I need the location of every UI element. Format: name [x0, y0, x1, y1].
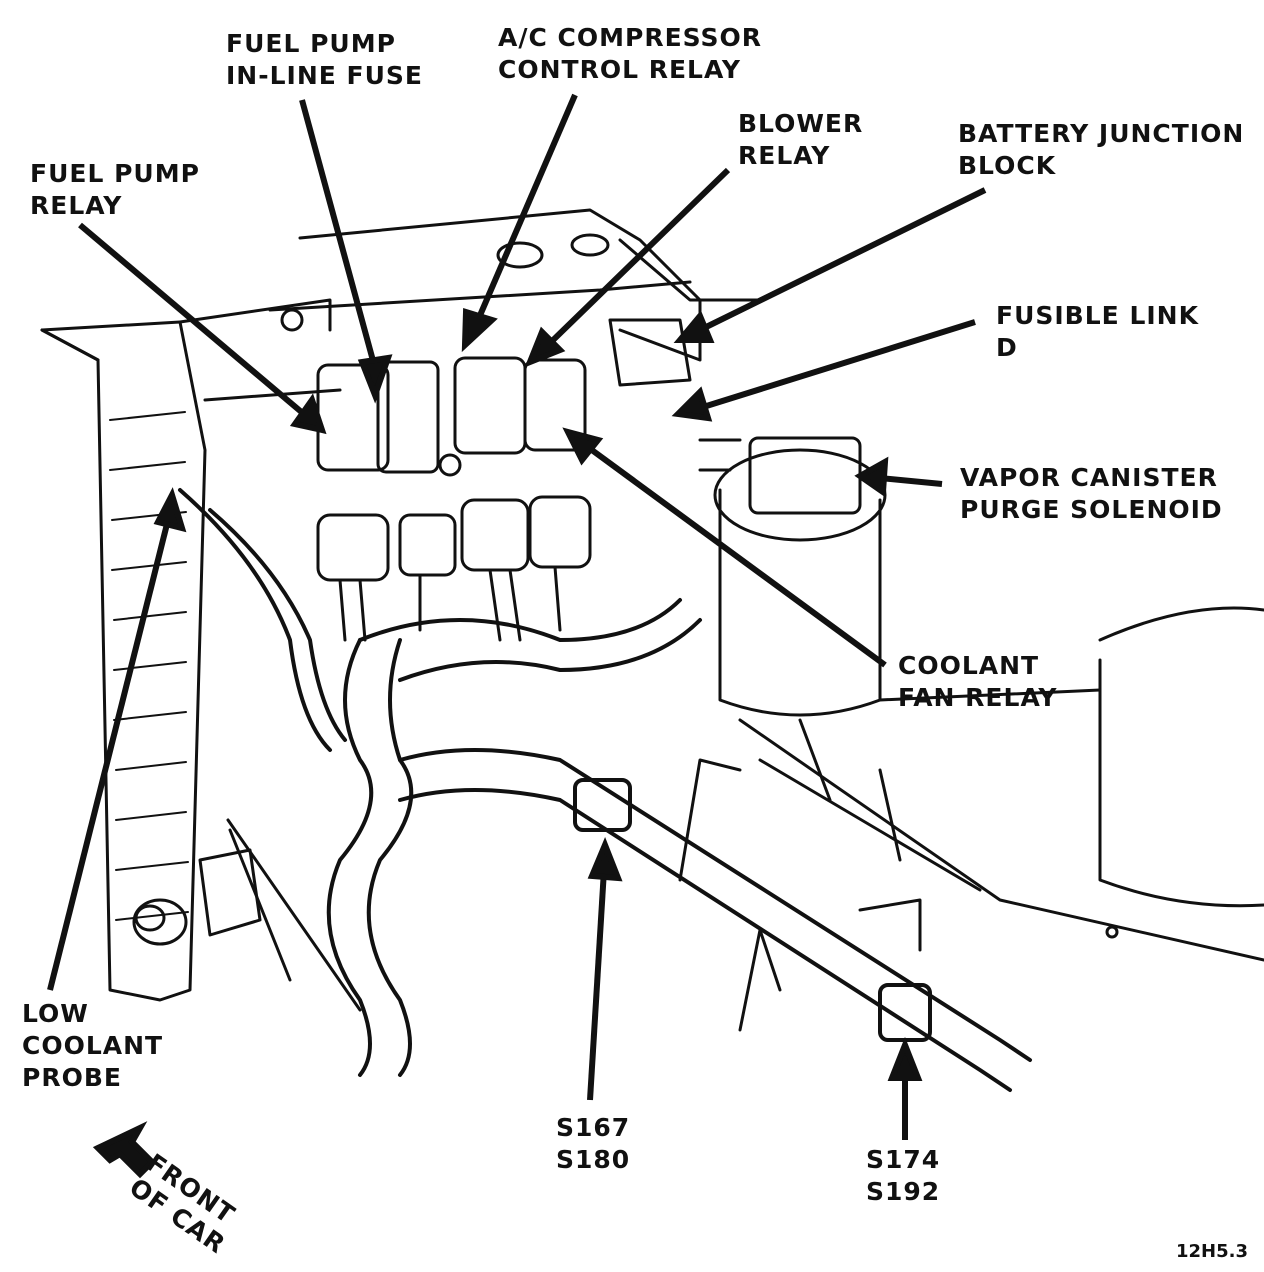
- label-blower-relay: BLOWER RELAY: [738, 108, 863, 172]
- label-coolant-fan-relay: COOLANT FAN RELAY: [898, 650, 1058, 714]
- label-low-coolant-probe-line2: COOLANT: [22, 1031, 164, 1060]
- label-splice-s167-s180: S167 S180: [556, 1112, 630, 1176]
- label-splice-s174-s192: S174 S192: [866, 1144, 940, 1208]
- label-fuel-pump-inline-fuse: FUEL PUMP IN-LINE FUSE: [226, 28, 423, 92]
- label-vapor-canister-purge-solenoid-line1: VAPOR CANISTER: [960, 463, 1218, 492]
- leader-s174-s192: [887, 1036, 923, 1140]
- label-blower-relay-line2: RELAY: [738, 141, 831, 170]
- leader-low-coolant-probe: [47, 487, 187, 991]
- label-battery-junction-block-line2: BLOCK: [958, 151, 1057, 180]
- label-splice-s180: S180: [556, 1145, 631, 1174]
- label-ac-compressor-control-relay-line1: A/C COMPRESSOR: [498, 23, 763, 52]
- leader-fuel-pump-inline-fuse: [299, 99, 393, 404]
- label-fusible-link-d: FUSIBLE LINK D: [996, 300, 1199, 364]
- label-splice-s167: S167: [556, 1113, 631, 1142]
- label-fusible-link-d-line2: D: [996, 333, 1018, 362]
- label-fuel-pump-inline-fuse-line2: IN-LINE FUSE: [226, 61, 423, 90]
- label-coolant-fan-relay-line2: FAN RELAY: [898, 683, 1058, 712]
- leader-vapor-canister-purge-solenoid: [854, 456, 943, 498]
- leader-fuel-pump-relay: [78, 222, 327, 435]
- relay-connectors: [316, 495, 592, 642]
- label-low-coolant-probe-line3: PROBE: [22, 1063, 122, 1092]
- leader-battery-junction-block: [673, 187, 987, 343]
- label-vapor-canister-purge-solenoid-line2: PURGE SOLENOID: [960, 495, 1223, 524]
- label-fuel-pump-inline-fuse-line1: FUEL PUMP: [226, 29, 396, 58]
- label-fusible-link-d-line1: FUSIBLE LINK: [996, 301, 1199, 330]
- leader-ac-compressor-control-relay: [461, 93, 578, 353]
- label-splice-s174: S174: [866, 1145, 941, 1174]
- radiator-outline: [40, 320, 207, 1002]
- label-vapor-canister-purge-solenoid: VAPOR CANISTER PURGE SOLENOID: [960, 462, 1223, 526]
- leader-s167-s180: [587, 837, 623, 1101]
- vapor-canister: [698, 436, 887, 717]
- air-cleaner: [738, 606, 1264, 962]
- label-fuel-pump-relay: FUEL PUMP RELAY: [30, 158, 200, 222]
- leader-blower-relay: [524, 167, 731, 368]
- label-ac-compressor-control-relay: A/C COMPRESSOR CONTROL RELAY: [498, 22, 762, 86]
- figure-id: 12H5.3: [1176, 1241, 1248, 1262]
- label-coolant-fan-relay-line1: COOLANT: [898, 651, 1040, 680]
- label-battery-junction-block-line1: BATTERY JUNCTION: [958, 119, 1245, 148]
- label-fuel-pump-relay-line1: FUEL PUMP: [30, 159, 200, 188]
- front-of-car-arrow: [92, 1121, 157, 1179]
- label-blower-relay-line1: BLOWER: [738, 109, 864, 138]
- wiring-harness: [178, 488, 1032, 1092]
- body-panel: [178, 208, 762, 402]
- label-splice-s192: S192: [866, 1177, 941, 1206]
- leader-coolant-fan-relay: [562, 427, 887, 668]
- leader-fusible-link-d: [671, 319, 976, 422]
- label-battery-junction-block: BATTERY JUNCTION BLOCK: [958, 118, 1244, 182]
- label-fuel-pump-relay-line2: RELAY: [30, 191, 123, 220]
- brackets: [198, 758, 1119, 1032]
- label-low-coolant-probe: LOW COOLANT PROBE: [22, 998, 163, 1094]
- relay-block: [316, 318, 692, 477]
- label-ac-compressor-control-relay-line2: CONTROL RELAY: [498, 55, 742, 84]
- label-low-coolant-probe-line1: LOW: [22, 999, 89, 1028]
